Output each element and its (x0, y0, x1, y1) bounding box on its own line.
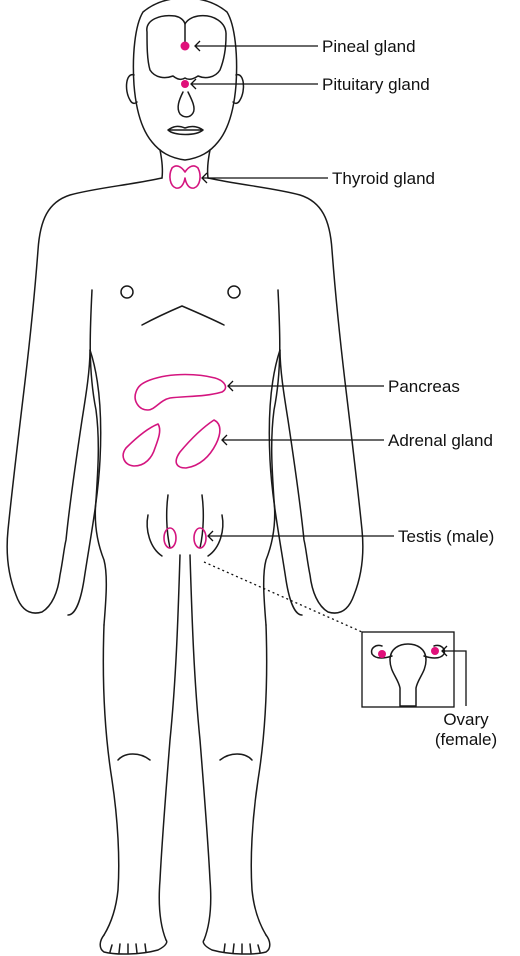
neck-left (160, 150, 162, 178)
chest-line (142, 306, 224, 325)
ovary-inset (362, 632, 454, 707)
right-leg-inner (190, 555, 211, 940)
lips-outline (168, 126, 203, 134)
adrenal-leader-line (222, 435, 384, 445)
nipple-right (228, 286, 240, 298)
left-leg-outer (103, 625, 118, 935)
label-pineal-gland: Pineal gland (322, 37, 416, 56)
pancreas-leader-line (228, 381, 384, 391)
label-pituitary-gland: Pituitary gland (322, 75, 430, 94)
pineal-gland-dot (181, 42, 190, 51)
right-knee (220, 754, 252, 760)
pineal-leader-line (195, 41, 318, 51)
neck-right (208, 150, 210, 178)
thyroid-leader-line (202, 173, 328, 183)
testis-leader-line (208, 531, 394, 541)
inset-dotted-connector (204, 562, 362, 632)
body-right-outline (208, 178, 363, 613)
left-leg-inner (159, 555, 180, 940)
pancreas-shape (135, 375, 225, 411)
label-pancreas: Pancreas (388, 377, 460, 396)
torso-right-side (264, 290, 280, 625)
adrenal-gland-right-shape (176, 420, 220, 468)
label-ovary: Ovary (443, 710, 489, 729)
right-leg-outer (251, 625, 266, 935)
groin-left (147, 515, 162, 556)
left-toes (110, 944, 146, 953)
thyroid-gland-shape (170, 166, 200, 188)
body-left-outline (7, 178, 162, 613)
ovary-left-dot (378, 650, 386, 658)
label-thyroid-gland: Thyroid gland (332, 169, 435, 188)
nose-outline (178, 92, 194, 117)
ovary-right-dot (431, 647, 439, 655)
label-adrenal-gland: Adrenal gland (388, 431, 493, 450)
penis-outline (167, 495, 204, 548)
left-knee (118, 754, 150, 760)
pituitary-leader-line (191, 79, 318, 89)
adrenal-gland-left-shape (123, 424, 160, 466)
label-testis: Testis (male) (398, 527, 494, 546)
nipple-left (121, 286, 133, 298)
label-ovary-female: (female) (435, 730, 497, 749)
torso-left-side (90, 290, 106, 625)
right-toes (224, 944, 260, 953)
pituitary-gland-dot (181, 80, 189, 88)
